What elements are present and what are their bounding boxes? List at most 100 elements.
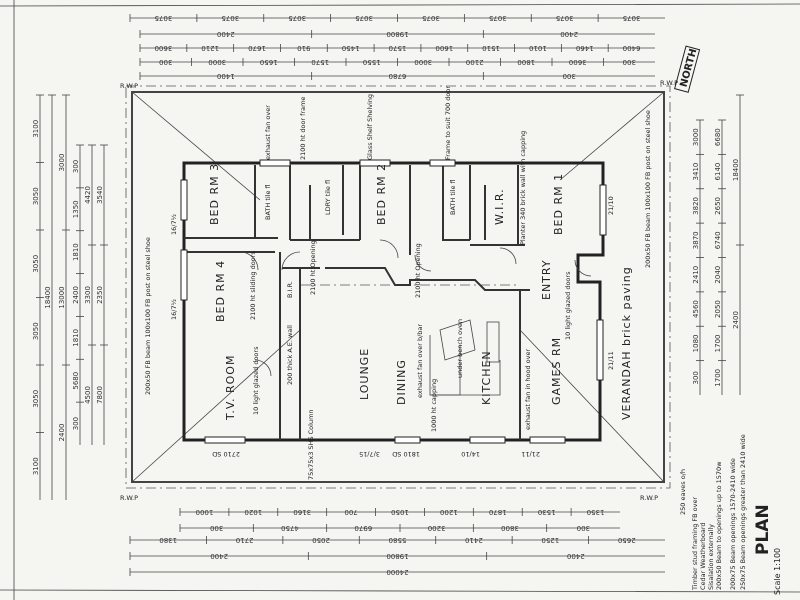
dimension-value: 1400 bbox=[217, 72, 235, 80]
note-capping: 1000 ht capping bbox=[430, 379, 438, 432]
note-oven: under bench oven bbox=[456, 319, 464, 378]
dimension-value: 1450 bbox=[342, 44, 360, 52]
dimension-value: 700 bbox=[344, 508, 357, 516]
dimension-value: 3000 bbox=[414, 58, 432, 66]
internal-walls bbox=[184, 165, 530, 440]
note-opening-2: 2100 ht Opening bbox=[414, 243, 422, 298]
dimension-value: 3200 bbox=[428, 524, 446, 532]
dimension-value: 3540 bbox=[96, 186, 104, 204]
room-label-ensuite: BATH tile fl bbox=[449, 179, 457, 215]
dimension-value: 4560 bbox=[692, 300, 700, 318]
dimension-value: 2410 bbox=[465, 536, 483, 544]
dimension-value: 300 bbox=[623, 58, 636, 66]
dimension-value: 2400 bbox=[560, 30, 578, 38]
dimension-value: 24000 bbox=[386, 568, 408, 576]
dimension-value: 3600 bbox=[569, 58, 587, 66]
dimension-value: 6970 bbox=[354, 524, 372, 532]
dimension-value: 1810 bbox=[72, 243, 80, 261]
dimension-value: 6400 bbox=[623, 44, 641, 52]
window-label-e1: 21/10 bbox=[607, 196, 615, 215]
spec-line-5: 200x75 Beam openings 1570-2410 wide bbox=[729, 458, 737, 590]
dimension-value: 18400 bbox=[44, 286, 52, 308]
dimension-value: 1550 bbox=[363, 58, 381, 66]
dimension-value: 1800 bbox=[517, 58, 535, 66]
rwp-label-ne: R.W.P bbox=[660, 79, 678, 87]
window-label-s2: 3/7/15 bbox=[359, 450, 380, 458]
verandah-outline bbox=[131, 91, 665, 483]
dimension-value: 2410 bbox=[692, 266, 700, 284]
dimension-value: 3050 bbox=[32, 390, 40, 408]
spec-line-3: Sisalation externally bbox=[707, 524, 715, 590]
dimension-value: 1210 bbox=[201, 44, 219, 52]
dimension-value: 2350 bbox=[96, 286, 104, 304]
dimension-value: 4750 bbox=[281, 524, 299, 532]
dimension-value: 5580 bbox=[389, 536, 407, 544]
plan-title: PLAN bbox=[753, 504, 773, 555]
sheet-edge-bottom bbox=[0, 589, 800, 593]
spec-line-2: Cedar Weatherboard bbox=[699, 522, 707, 590]
dimension-value: 3050 bbox=[32, 322, 40, 340]
dimension-value: 910 bbox=[297, 44, 310, 52]
dimension-value: 6780 bbox=[389, 72, 407, 80]
dimension-value: 3075 bbox=[221, 14, 239, 22]
spec-line-1: Timber stud framing FB over bbox=[691, 497, 699, 591]
room-label-bed-2: BED RM 2 bbox=[375, 163, 388, 225]
note-beam-left: 200x50 FB beam 100x100 FB post on steel … bbox=[144, 237, 152, 395]
dimension-value: 1460 bbox=[576, 44, 594, 52]
dimension-value: 300 bbox=[210, 524, 223, 532]
dimension-value: 3870 bbox=[692, 231, 700, 249]
dimension-value: 2050 bbox=[312, 536, 330, 544]
dimension-value: 6680 bbox=[714, 128, 722, 146]
window-label-s3: 1810 SD bbox=[392, 450, 420, 458]
dimension-value: 1000 bbox=[196, 508, 214, 516]
dimension-value: 1080 bbox=[692, 335, 700, 353]
dimension-value: 1010 bbox=[529, 44, 547, 52]
dimension-value: 2650 bbox=[714, 197, 722, 215]
door-swings bbox=[239, 239, 592, 377]
window-marks bbox=[180, 159, 607, 444]
hip-line bbox=[131, 329, 301, 483]
dimension-value: 1700 bbox=[714, 335, 722, 353]
dimension-value: 3000 bbox=[692, 128, 700, 146]
room-label-games-room: GAMES RM bbox=[550, 337, 563, 405]
dimension-value: 1020 bbox=[244, 508, 262, 516]
dimension-value: 2400 bbox=[58, 424, 66, 442]
note-planter: Planter 340 brick wall with capping bbox=[519, 131, 527, 245]
room-label-bath: BATH tile fl bbox=[264, 184, 272, 220]
rwp-label-nw: R.W.P bbox=[120, 82, 138, 90]
hip-line bbox=[559, 91, 665, 181]
plan-scale: Scale 1:100 bbox=[773, 548, 782, 595]
dimension-value: 1250 bbox=[541, 536, 559, 544]
room-label-bed-1: BED RM 1 bbox=[552, 173, 565, 235]
spec-line-4: 200x50 Beam to openings up to 1570w bbox=[715, 461, 723, 590]
note-column: 75x75x3 SHS Column bbox=[307, 409, 315, 480]
dimension-value: 1200 bbox=[440, 508, 458, 516]
note-door-frame: 2100 ht door frame bbox=[299, 97, 307, 160]
note-exhaust-2: exhaust fan over b/bar bbox=[416, 324, 424, 398]
rwp-label-sw: R.W.P bbox=[120, 494, 138, 502]
note-glazed-doors-1: 10 light glazed doors bbox=[252, 346, 260, 415]
dimension-value: 1700 bbox=[714, 369, 722, 387]
room-label-kitchen: KITCHEN bbox=[480, 350, 493, 405]
dimension-value: 1350 bbox=[72, 200, 80, 218]
dimension-value: 1810 bbox=[72, 329, 80, 347]
dimension-value: 5680 bbox=[72, 372, 80, 390]
room-label-bed-3: BED RM 3 bbox=[208, 163, 221, 225]
dimension-value: 3075 bbox=[288, 14, 306, 22]
dimension-value: 6740 bbox=[714, 231, 722, 249]
north-label: NORTH bbox=[679, 48, 700, 89]
dimension-value: 1380 bbox=[159, 536, 177, 544]
dimension-value: 3820 bbox=[692, 197, 700, 215]
dimension-value: 3800 bbox=[501, 524, 519, 532]
dimension-value: 2400 bbox=[732, 311, 740, 329]
dimension-value: 3160 bbox=[293, 508, 311, 516]
dimension-value: 300 bbox=[159, 58, 172, 66]
dimension-value: 2400 bbox=[217, 30, 235, 38]
dimension-value: 3100 bbox=[32, 457, 40, 475]
dimension-value: 3410 bbox=[692, 163, 700, 181]
note-opening-1: 2100 ht Opening bbox=[309, 240, 317, 295]
dimension-value: 3075 bbox=[556, 14, 574, 22]
room-label-bir: B.I.R. bbox=[286, 281, 294, 298]
